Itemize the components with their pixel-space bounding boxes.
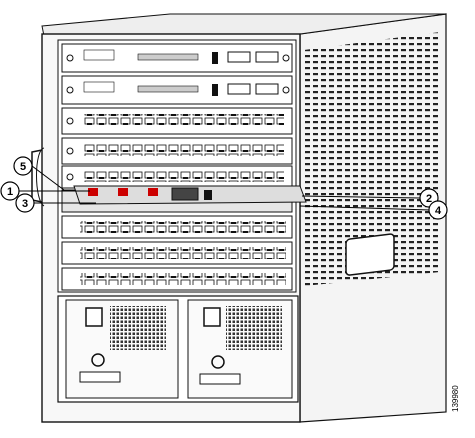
callout-3: 3 xyxy=(15,193,35,213)
slot-8 xyxy=(61,241,293,265)
callout-4-label: 4 xyxy=(435,205,442,217)
callout-1: 1 xyxy=(0,181,20,201)
callout-3-label: 3 xyxy=(22,198,28,210)
callout-leaders xyxy=(19,165,431,211)
slot-1 xyxy=(61,43,293,73)
callout-1-label: 1 xyxy=(7,186,13,198)
power-supply-bay xyxy=(57,295,299,403)
slot-2 xyxy=(61,75,293,105)
slot-4 xyxy=(61,137,293,165)
power-supply-2 xyxy=(187,299,293,399)
callout-5: 5 xyxy=(13,156,33,176)
callout-5-label: 5 xyxy=(20,161,26,173)
slot-9 xyxy=(61,267,293,291)
chassis-side-panel xyxy=(299,13,447,423)
callout-4: 4 xyxy=(428,200,448,220)
module-slots xyxy=(61,43,307,291)
power-supply-1 xyxy=(65,299,179,399)
slot-3 xyxy=(61,107,293,135)
slot-6-module-insertion xyxy=(61,185,307,213)
figure-id: 139980 xyxy=(451,385,460,412)
slot-7 xyxy=(61,215,293,239)
slot-5 xyxy=(61,165,293,189)
callout-2-label: 2 xyxy=(426,193,432,205)
